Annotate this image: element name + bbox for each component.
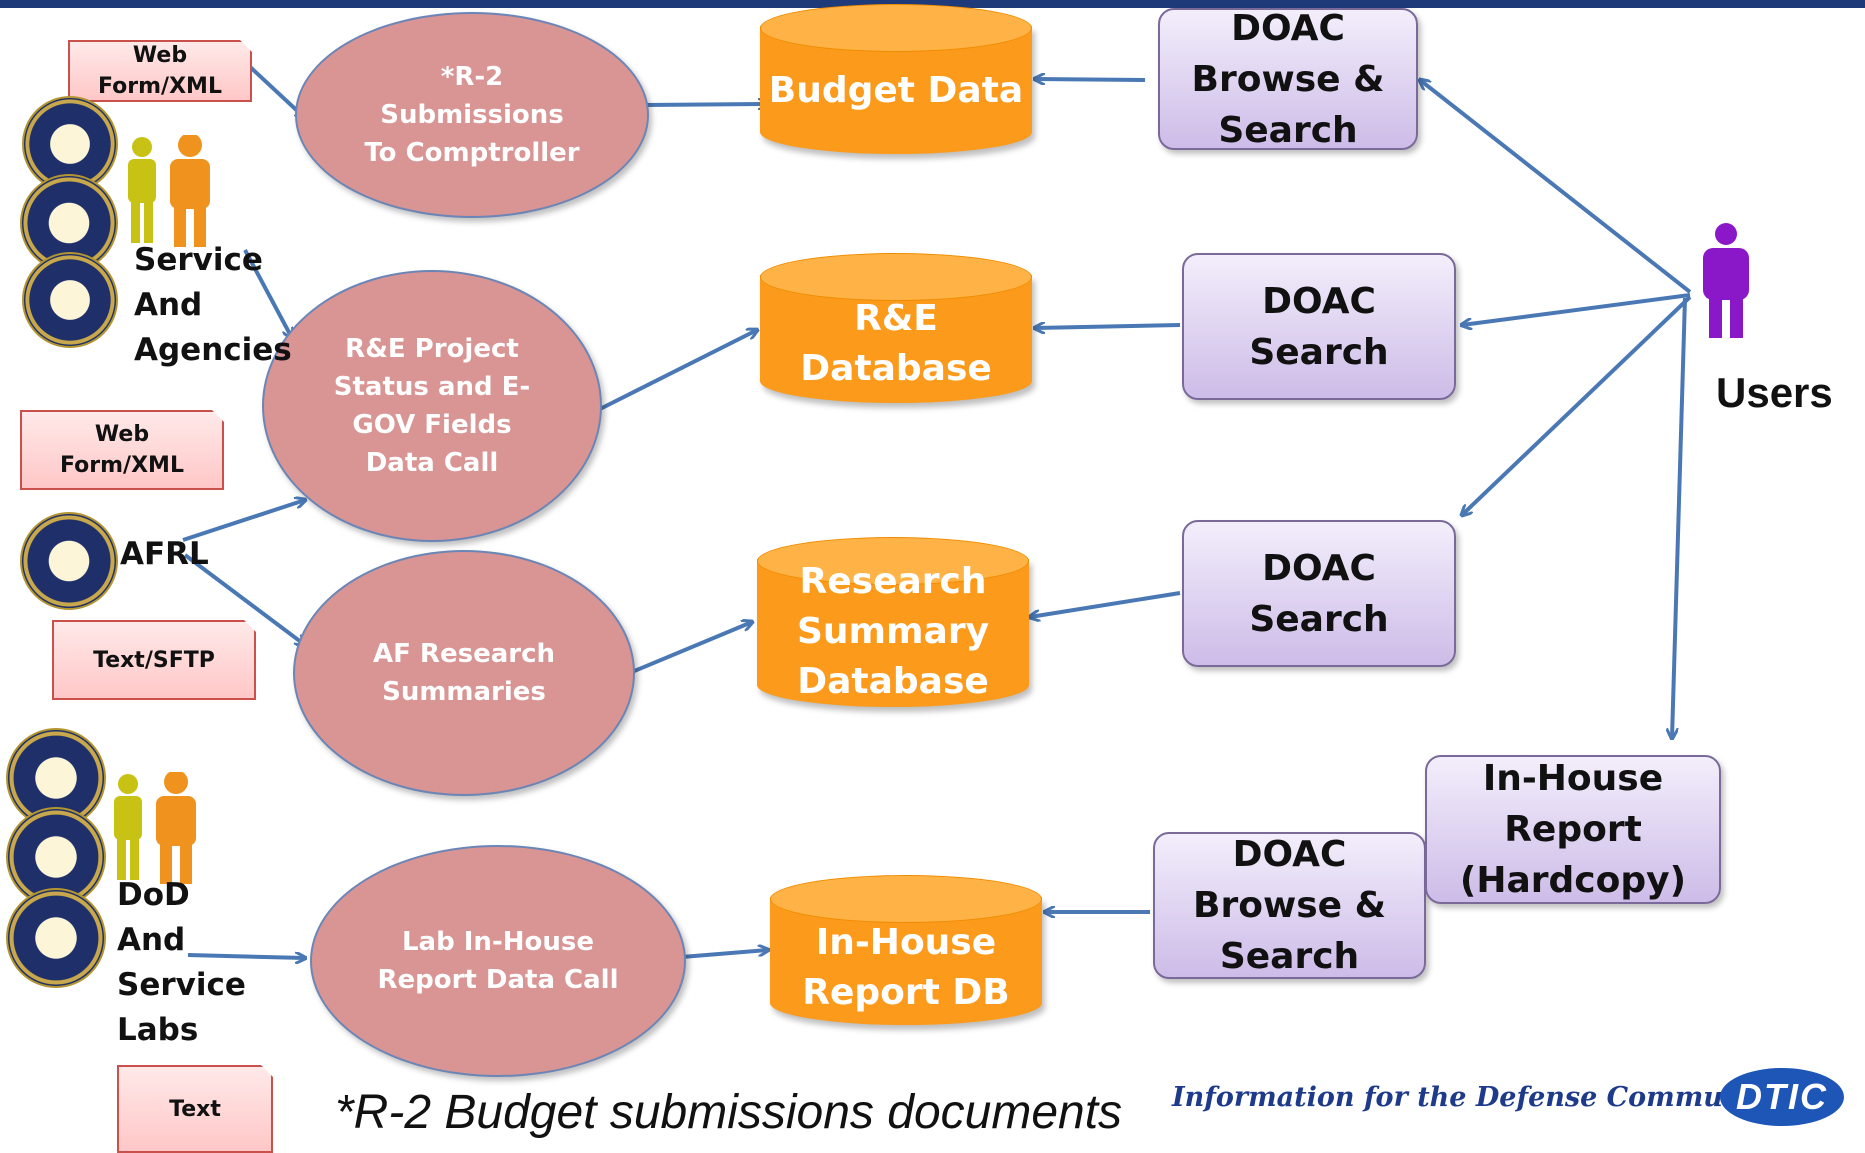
inhouse-report-label: In-House Report DB xyxy=(802,922,1010,1013)
people-icon-labs xyxy=(114,772,196,884)
text-sftp-tag: Text/SFTP xyxy=(52,620,256,700)
text-tag: Text xyxy=(117,1065,273,1153)
arrow-users-to-search2 xyxy=(1462,295,1692,515)
arrow-doac-to-budget xyxy=(1035,79,1146,80)
doac-browse-search-bottom: DOAC Browse & Search xyxy=(1153,832,1426,979)
doac-search-middle: DOAC Search xyxy=(1182,253,1456,400)
arrow-service-to-re xyxy=(243,249,292,338)
af-research-node: AF Research Summaries xyxy=(293,550,635,796)
dtic-logo: DTIC xyxy=(1720,1068,1844,1126)
army-seal-icon-2 xyxy=(6,728,106,828)
afrl-seal-icon xyxy=(20,512,118,610)
inhouse-hardcopy-box: In-House Report (Hardcopy) xyxy=(1425,755,1721,904)
users-person-icon xyxy=(1703,223,1749,338)
service-agencies-label: Service And Agencies xyxy=(134,242,292,368)
arrow-lab-to-inhouse xyxy=(681,950,768,959)
inhouse-report-database: In-House Report DB xyxy=(770,875,1042,1025)
re-database-label: R&E Database xyxy=(800,298,992,389)
arrow-re-to-db xyxy=(597,330,757,412)
arrow-r2-to-budget xyxy=(644,104,768,105)
arrow-search1-to-re xyxy=(1035,325,1181,328)
lab-inhouse-node: Lab In-House Report Data Call xyxy=(310,845,686,1077)
arrow-afrl-to-re xyxy=(182,500,305,542)
arrow-users-to-hardcopy xyxy=(1672,297,1687,738)
arrow-users-to-browse xyxy=(1420,80,1692,294)
people-icon-service xyxy=(128,135,210,247)
air-force-seal-icon xyxy=(22,252,118,348)
arrow-users-to-search1 xyxy=(1462,293,1691,325)
arrow-af-to-research xyxy=(631,622,752,674)
arrow-search2-to-research xyxy=(1030,591,1181,617)
dod-labs-label: DoD And Service Labs xyxy=(117,877,246,1048)
arrow-afrl-to-af xyxy=(183,553,305,645)
r2-submissions-node: *R-2 Submissions To Comptroller xyxy=(295,12,649,218)
re-database: R&E Database xyxy=(760,253,1032,403)
web-form-xml-tag-1: Web Form/XML xyxy=(68,40,252,102)
dtic-tagline: Information for the Defense Community xyxy=(1172,1082,1781,1113)
doac-search-lower: DOAC Search xyxy=(1182,520,1456,667)
research-summary-database: Research Summary Database xyxy=(757,537,1029,707)
budget-data-label: Budget Data xyxy=(768,70,1024,111)
air-force-seal-icon-2 xyxy=(6,888,106,988)
arrow-labs-to-lab xyxy=(187,955,305,958)
footnote-r2: *R-2 Budget submissions documents xyxy=(335,1086,1123,1139)
research-summary-label: Research Summary Database xyxy=(796,561,990,702)
doac-browse-search-top: DOAC Browse & Search xyxy=(1158,8,1418,151)
budget-data-database: Budget Data xyxy=(760,4,1032,154)
afrl-label: AFRL xyxy=(120,536,209,572)
users-label: Users xyxy=(1716,369,1833,416)
re-project-node: R&E Project Status and E- GOV Fields Dat… xyxy=(262,270,602,542)
web-form-xml-tag-2: Web Form/XML xyxy=(20,410,224,490)
